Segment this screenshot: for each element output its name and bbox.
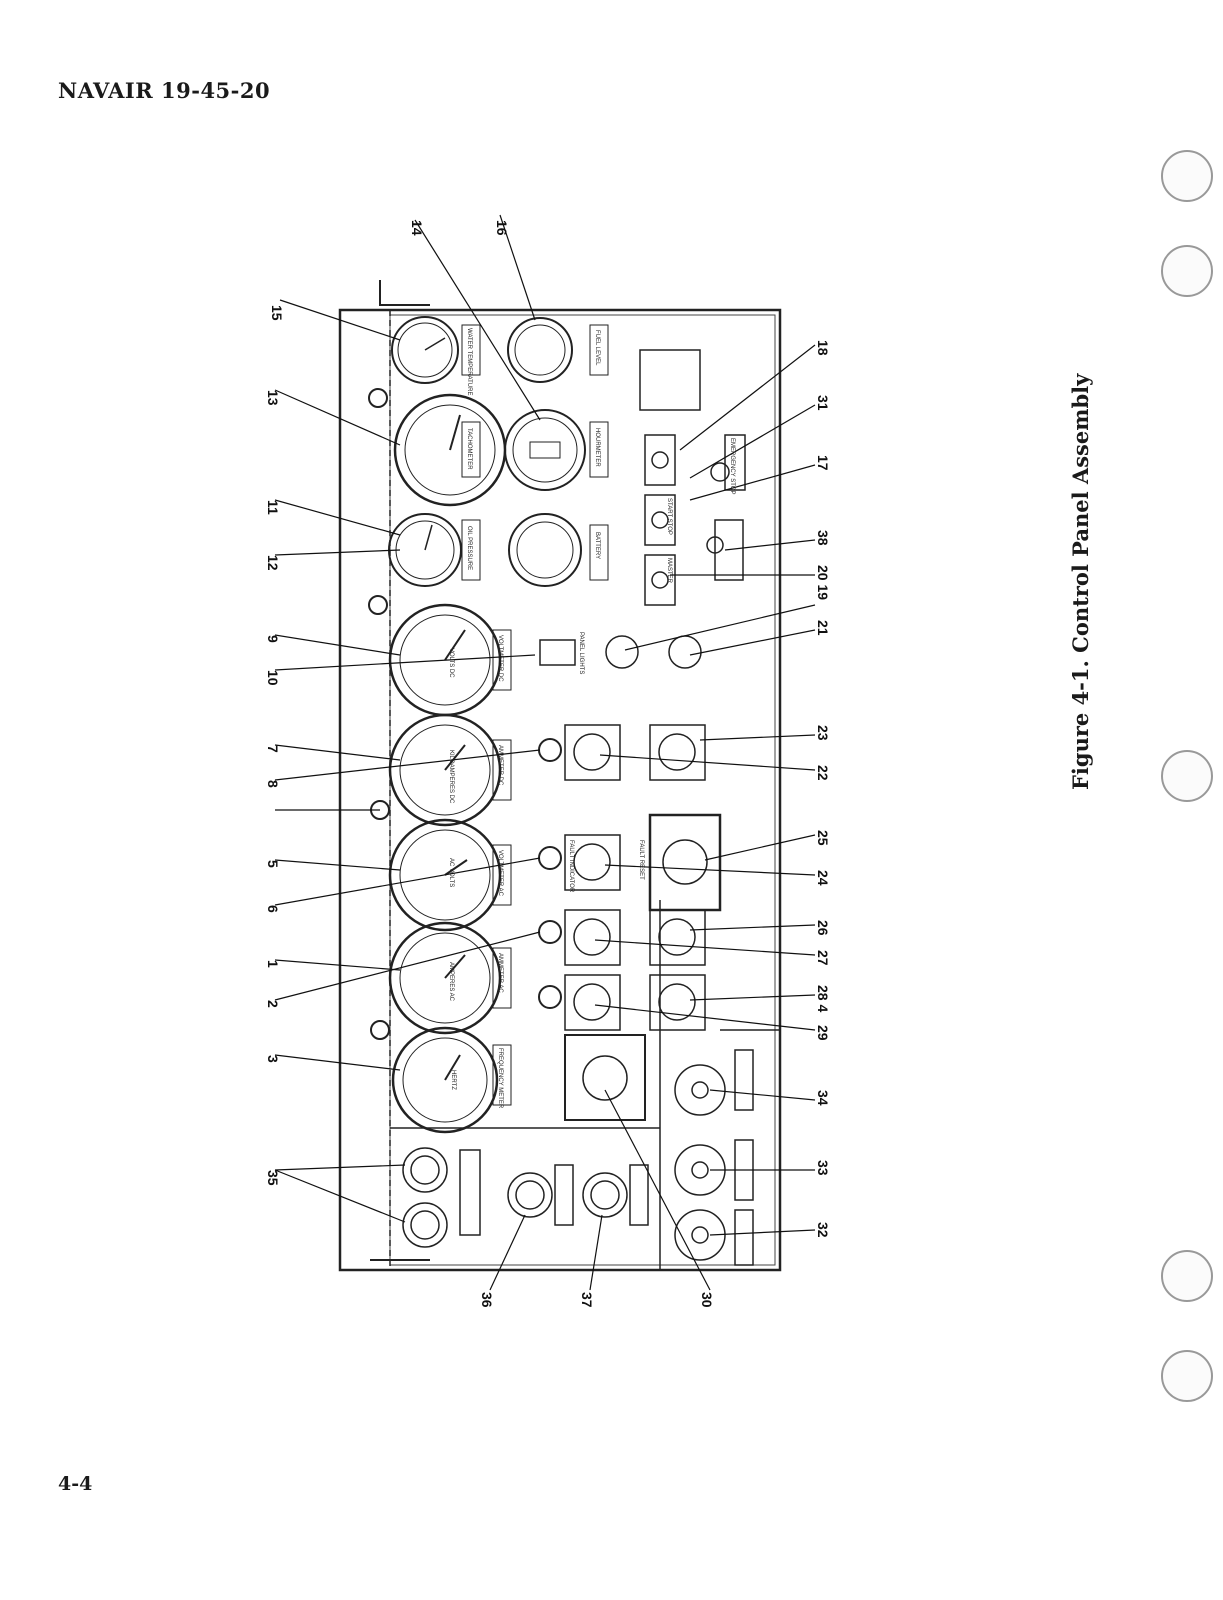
label-voltmeter-dc: VOLTMETER DC: [497, 635, 503, 682]
callout-8: 8: [265, 780, 281, 788]
callout-31: 31: [815, 395, 831, 411]
panel-inner: [389, 314, 776, 1266]
battery-gauge: [508, 513, 609, 587]
frequency-meter-gauge: [391, 1026, 512, 1134]
label-water-temperature: WATER TEMPERATURE: [466, 328, 472, 395]
callout-3: 3: [265, 1055, 281, 1063]
callout-24: 24: [815, 870, 831, 886]
callout-28: 28: [815, 985, 831, 1001]
callout-7: 7: [265, 745, 281, 753]
callout-30: 30: [699, 1292, 715, 1308]
callout-14: 14: [409, 220, 425, 236]
callout-5: 5: [265, 860, 281, 868]
label-panel-lights: PANEL LIGHTS: [578, 632, 584, 674]
amperes-dc-gauge: [388, 713, 512, 827]
label-oil-pressure: OIL PRESSURE: [466, 526, 472, 570]
label-tachometer: TACHOMETER: [466, 428, 472, 470]
label-fuel-level: FUEL LEVEL: [594, 330, 600, 366]
callout-6: 6: [265, 905, 281, 913]
callout-25: 25: [815, 830, 831, 846]
label-volts-dc: VOLTS DC: [448, 648, 454, 678]
fuel-level-gauge: [507, 317, 609, 383]
binder-hole: [1161, 245, 1213, 297]
tachometer-gauge: [393, 393, 507, 507]
callout-33: 33: [815, 1160, 831, 1176]
label-master: MASTER: [666, 558, 672, 584]
label-fault-indicator: FAULT INDICATOR: [568, 840, 574, 893]
binder-holes: [1153, 0, 1223, 1600]
ac-volts-gauge: [388, 818, 512, 932]
callout-38: 38: [815, 530, 831, 546]
callout-29: 29: [815, 1025, 831, 1041]
callout-34: 34: [815, 1090, 831, 1106]
callout-18: 18: [815, 340, 831, 356]
hourmeter: [504, 409, 609, 491]
callout-2: 2: [265, 1000, 281, 1008]
control-panel-diagram: 15 14 16 13 11 12 9 10 7 8 5 6 1 2 3 35 …: [265, 214, 831, 1308]
callout-20: 20: [815, 565, 831, 581]
label-ammeter-dc: AMMETER DC: [497, 745, 503, 786]
callout-28-4: 28 4: [815, 985, 831, 1012]
label-voltmeter-ac: VOLTMETER AC: [497, 850, 503, 897]
label-emergency-stop: EMERGENCY STOP: [729, 438, 735, 494]
binder-hole: [1161, 150, 1213, 202]
callout-20-19: 20 19: [815, 565, 831, 600]
callout-1: 1: [265, 960, 281, 968]
callout-17: 17: [815, 455, 831, 471]
callout-9: 9: [265, 635, 281, 643]
figure-caption: Figure 4-1. Control Panel Assembly: [1068, 373, 1093, 790]
callout-37: 37: [579, 1292, 595, 1308]
callout-15: 15: [269, 305, 285, 321]
callout-23: 23: [815, 725, 831, 741]
label-start-stop: START STOP: [666, 498, 672, 535]
label-ammeter-ac: AMMETER AC: [497, 953, 503, 993]
callout-19: 19: [815, 584, 831, 600]
label-hourmeter: HOURMETER: [594, 428, 600, 467]
callout-21: 21: [815, 620, 831, 636]
binder-hole: [1161, 1250, 1213, 1302]
water-temperature-gauge: [391, 316, 481, 384]
document-header: NAVAIR 19-45-20: [58, 78, 271, 103]
panel-frame: [338, 308, 782, 1272]
label-fault-reset: FAULT RESET: [638, 840, 644, 880]
binder-hole: [1161, 750, 1213, 802]
label-ac-volts: AC VOLTS: [448, 858, 454, 887]
label-kiloamperes: KILOAMPERES DC: [448, 750, 454, 804]
callout-32: 32: [815, 1222, 831, 1238]
callout-26: 26: [815, 920, 831, 936]
label-amperes-ac: AMPERES AC: [448, 962, 454, 1002]
label-hertz: HERTZ: [450, 1070, 456, 1090]
callout-13: 13: [265, 390, 281, 406]
callout-4: 4: [815, 1004, 831, 1012]
page-number: 4-4: [58, 1473, 93, 1495]
callout-27: 27: [815, 950, 831, 966]
callout-10: 10: [265, 670, 281, 686]
callout-16: 16: [494, 220, 510, 236]
callout-22: 22: [815, 765, 831, 781]
amperes-ac-gauge: [388, 921, 512, 1035]
callout-11: 11: [265, 500, 281, 515]
callout-35: 35: [265, 1170, 281, 1186]
binder-hole: [1161, 1350, 1213, 1402]
label-battery: BATTERY: [594, 532, 600, 559]
callout-12: 12: [265, 555, 281, 571]
label-frequency-meter: FREQUENCY METER: [497, 1048, 503, 1109]
callout-36: 36: [479, 1292, 495, 1308]
